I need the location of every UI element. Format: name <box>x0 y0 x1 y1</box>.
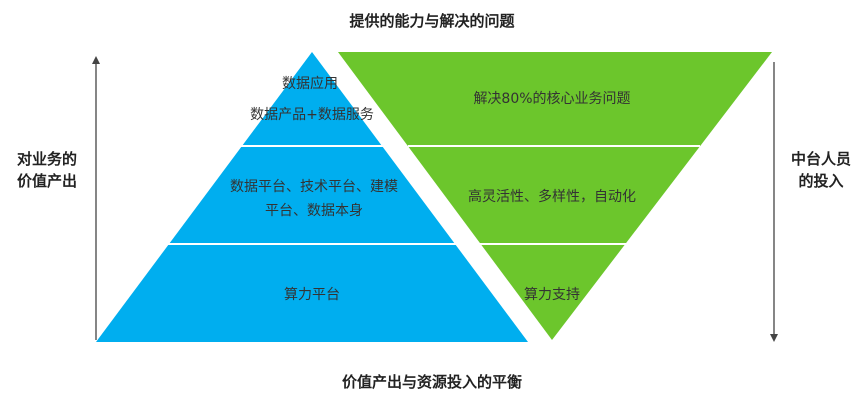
right-axis-label-line2: 的投入 <box>798 172 844 190</box>
left-axis-arrowhead <box>92 56 100 64</box>
right-axis-label: 中台人员 的投入 <box>776 148 864 192</box>
inverted-triangle <box>338 52 772 340</box>
inverted-tier-3-line1: 算力支持 <box>524 287 580 303</box>
pyramid-tier-2-line1: 数据平台、技术平台、建模 <box>230 179 398 195</box>
left-axis-label-line1: 对业务的 <box>16 150 77 168</box>
pyramid-triangle <box>96 52 528 342</box>
left-axis-label-line2: 价值产出 <box>16 172 77 190</box>
left-axis-label: 对业务的 价值产出 <box>2 148 92 192</box>
pyramid-tier-1-line1: 数据应用 <box>282 76 338 92</box>
pyramid-tier-3-line1: 算力平台 <box>284 287 340 303</box>
right-axis-arrowhead <box>770 334 778 342</box>
inverted-tier-1-line1: 解决80%的核心业务问题 <box>473 91 631 107</box>
diagram-title: 提供的能力与解决的问题 <box>349 12 515 30</box>
pyramid-tier-2-line2: 平台、数据本身 <box>265 203 363 219</box>
bottom-caption: 价值产出与资源投入的平衡 <box>341 373 523 391</box>
right-axis-label-line1: 中台人员 <box>790 150 851 168</box>
inverted-tier-2-line1: 高灵活性、多样性，自动化 <box>468 189 636 205</box>
pyramid-tier-1-line2: 数据产品+数据服务 <box>250 107 374 123</box>
